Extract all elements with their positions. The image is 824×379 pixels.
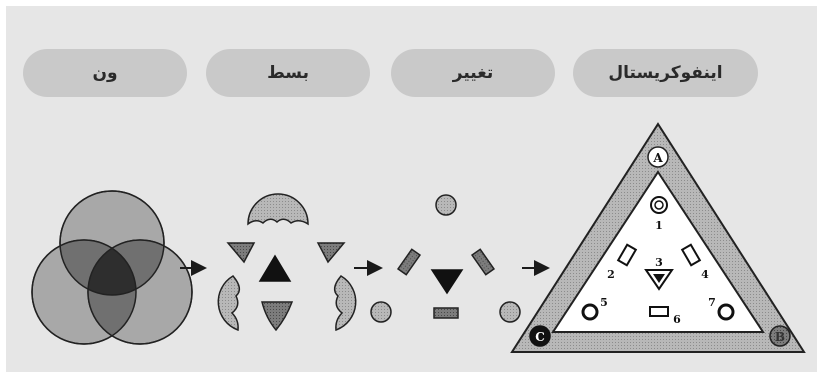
expansion-overlap-ac [318, 243, 344, 262]
transformation-rect-ab [398, 249, 420, 274]
transformation-triangle-abc [432, 270, 462, 293]
infocrystal-region-4: 4 [701, 268, 709, 281]
infocrystal-region-6: 6 [673, 313, 681, 326]
infocrystal-region-7: 7 [708, 296, 716, 309]
infocrystal-diagram: A B C 1 2 4 3 5 6 7 [512, 124, 804, 352]
infocrystal-region-1-icon [651, 197, 667, 213]
infocrystal-region-5-icon [583, 305, 597, 319]
infocrystal-region-5: 5 [600, 296, 608, 309]
expansion-region-a [248, 194, 308, 224]
expansion-region-c [335, 276, 356, 330]
infocrystal-region-2: 2 [607, 268, 615, 281]
infocrystal-region-7-icon [719, 305, 733, 319]
infocrystal-region-1: 1 [655, 219, 663, 232]
transformation-circle-c [500, 302, 520, 322]
expansion-overlap-ab [228, 243, 254, 262]
infocrystal-corner-b: B [775, 330, 785, 344]
transformation-diagram [371, 195, 520, 322]
infocrystal-corner-a: A [652, 151, 663, 165]
expansion-diagram [218, 194, 355, 330]
transformation-circle-b [371, 302, 391, 322]
infocrystal-region-3: 3 [655, 256, 663, 269]
venn-diagram [32, 191, 192, 344]
infocrystal-corner-c: C [535, 330, 545, 344]
transformation-circle-a [436, 195, 456, 215]
infocrystal-region-6-icon [650, 307, 668, 316]
expansion-overlap-bc [262, 302, 292, 330]
expansion-overlap-abc [260, 256, 290, 281]
transformation-rect-ac [472, 249, 494, 274]
expansion-region-b [218, 276, 239, 330]
transformation-rect-bc [434, 308, 458, 318]
